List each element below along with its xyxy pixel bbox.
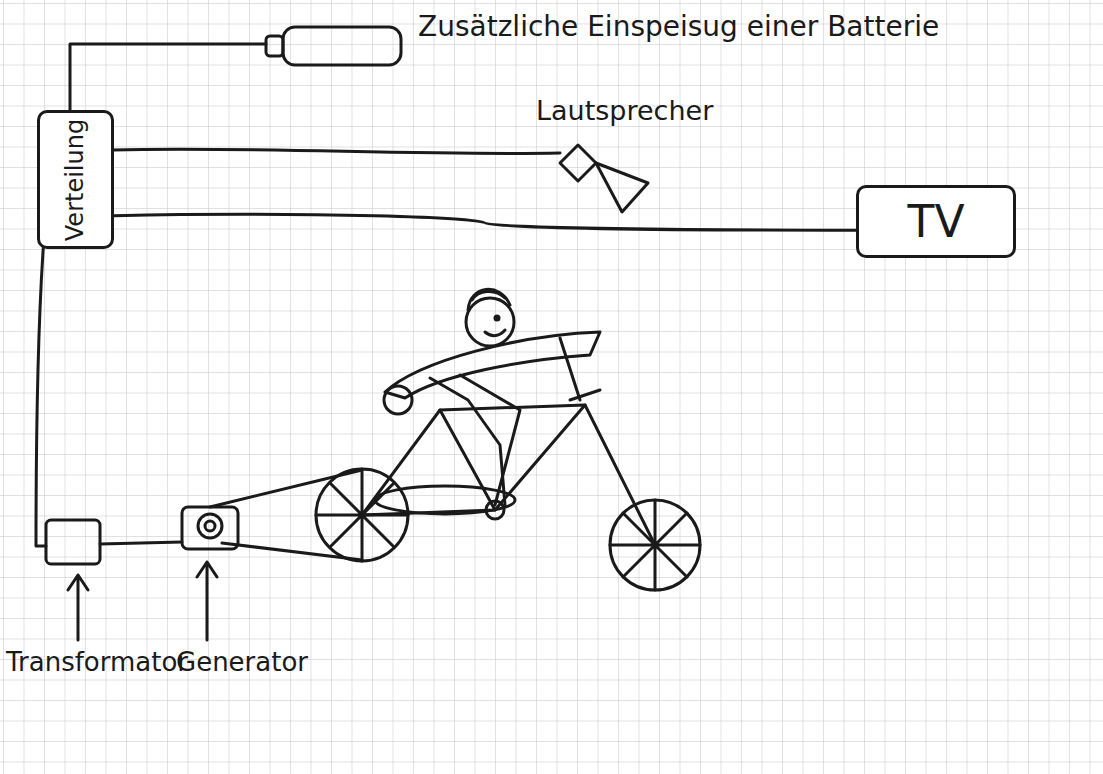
battery-label: Zusätzliche Einspeisug einer Batterie (418, 12, 939, 43)
generator-label: Generator (176, 648, 308, 677)
leader-arrow (68, 562, 217, 640)
wire-connector (114, 214, 856, 230)
distribution-box: Verteilung (37, 110, 114, 249)
node-text: TV (908, 196, 965, 247)
speaker-label: Lautsprecher (536, 96, 713, 126)
battery-symbol (70, 27, 401, 112)
node-text: Verteilung (62, 118, 90, 240)
wire (36, 237, 46, 546)
speaker-symbol (113, 145, 648, 212)
transformer-symbol (46, 520, 100, 564)
transformer-label: Transformator (6, 648, 188, 677)
rider (384, 289, 600, 505)
tv-box: TV (856, 185, 1016, 258)
bicycle (316, 390, 700, 590)
wire (100, 542, 182, 544)
